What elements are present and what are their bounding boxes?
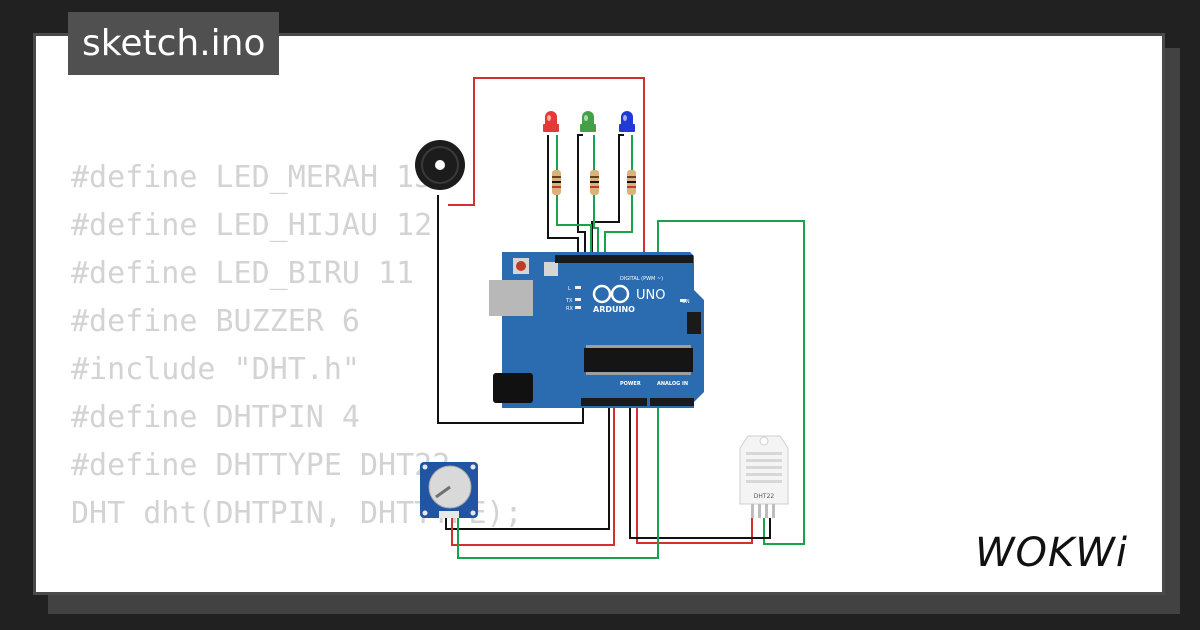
pot-knob-indicator — [435, 485, 451, 499]
led-green-rim — [580, 124, 596, 132]
resistor-1[interactable] — [552, 170, 561, 195]
resistor-3[interactable] — [627, 170, 636, 195]
code-snippet: #define LED_MERAH 13 #define LED_HIJAU 12… — [71, 154, 523, 538]
code-line: #include "DHT.h" — [71, 352, 360, 387]
digital-header — [555, 255, 693, 263]
l-label: L — [568, 286, 571, 292]
wires — [437, 77, 805, 559]
pot-signal-wire — [457, 405, 659, 559]
buzzer[interactable] — [415, 140, 465, 190]
on-label: ON — [682, 299, 690, 305]
dht22-grille — [746, 452, 782, 483]
buzzer-ground-wire — [437, 195, 584, 424]
atmega-chip — [584, 348, 693, 372]
dht22-label: DHT22 — [754, 493, 775, 500]
code-line: #define LED_HIJAU 12 — [71, 208, 433, 243]
power-header — [581, 398, 647, 406]
led-green-body — [582, 111, 594, 124]
led-green[interactable] — [580, 111, 596, 132]
board-brand: ARDUINO — [593, 305, 635, 314]
tx-label: TX — [565, 298, 573, 304]
dht22-sensor[interactable]: DHT22 — [739, 435, 789, 518]
led-green-signal-wire — [593, 135, 599, 262]
led-blue-rim — [619, 124, 635, 132]
led-green-ground-wire — [577, 134, 586, 262]
usb-port — [489, 280, 533, 316]
analog-header — [650, 398, 694, 406]
digital-label: DIGITAL (PWM ~) — [620, 276, 663, 282]
resistor-2[interactable] — [590, 170, 599, 195]
pot-ground-wire — [445, 405, 610, 530]
wokwi-logo: WOKWi — [975, 530, 1128, 576]
led-blue-ground-wire — [591, 134, 624, 262]
analog-label: ANALOG IN — [657, 381, 688, 387]
board-model: UNO — [636, 288, 665, 303]
code-line: #define LED_MERAH 13 — [71, 160, 433, 195]
arduino-infinity-icon — [592, 284, 630, 304]
arduino-uno-board[interactable]: ARDUINO UNO DIGITAL (PWM ~) POWER ANALOG… — [489, 252, 704, 408]
led-red-ground-wire — [547, 135, 579, 262]
led-red-body — [545, 111, 557, 124]
dht-vcc-wire — [636, 405, 753, 544]
rx-label: RX — [566, 306, 573, 312]
potentiometer[interactable] — [420, 462, 478, 518]
led-blue-body — [621, 111, 633, 124]
dht-data-wire — [657, 220, 805, 545]
power-label: POWER — [620, 381, 641, 387]
icsp-header — [687, 312, 701, 334]
code-line: #define LED_BIRU 11 — [71, 256, 415, 291]
dht-ground-wire — [629, 405, 771, 539]
buzzer-positive-wire — [448, 77, 645, 262]
led-red[interactable] — [543, 111, 559, 132]
code-line: #define BUZZER 6 — [71, 304, 360, 339]
led-blue[interactable] — [619, 111, 635, 132]
filename-tab[interactable]: sketch.ino — [68, 12, 280, 75]
pot-vcc-wire — [451, 405, 615, 546]
code-line: #define DHTPIN 4 — [71, 400, 360, 435]
led-red-rim — [543, 124, 559, 132]
reset-button[interactable] — [516, 261, 526, 271]
power-jack — [493, 373, 533, 403]
